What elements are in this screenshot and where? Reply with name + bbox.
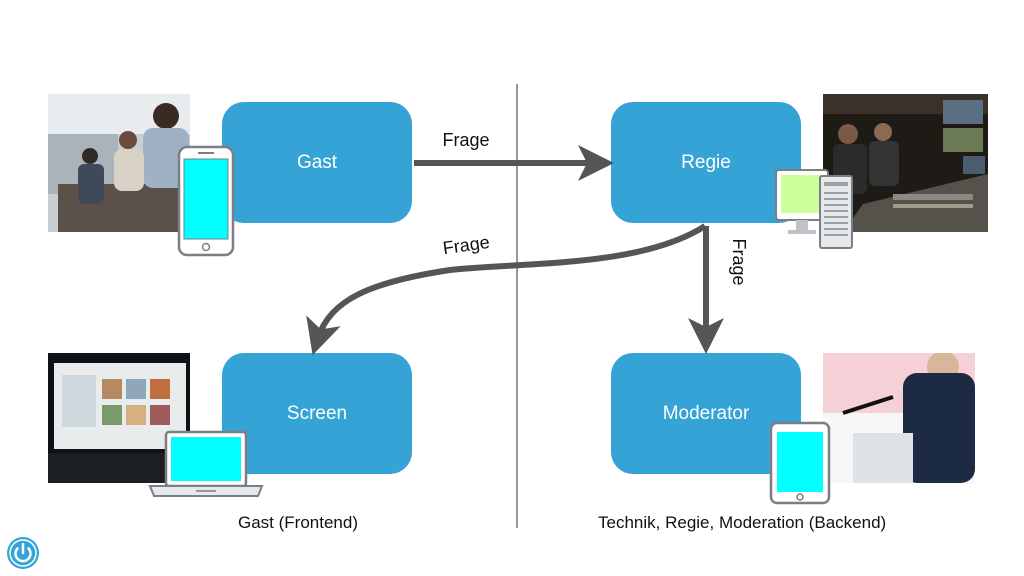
node-screen: Screen [222, 353, 412, 474]
caption-frontend: Gast (Frontend) [238, 513, 358, 532]
desktop-computer-icon [775, 169, 853, 249]
power-icon [7, 537, 39, 569]
node-gast: Gast [222, 102, 412, 223]
audience-photo [48, 94, 190, 232]
smartphone-icon [177, 145, 235, 257]
speaker-photo [823, 353, 975, 483]
node-regie: Regie [611, 102, 801, 223]
edge-label-regie-screen: Frage [441, 232, 490, 258]
edge-label-gast-regie: Frage [442, 130, 489, 150]
laptop-icon [148, 430, 264, 497]
caption-backend: Technik, Regie, Moderation (Backend) [598, 513, 887, 532]
arrow-regie-to-screen [306, 223, 707, 356]
edge-label-regie-moderator: Frage [729, 238, 749, 285]
node-moderator: Moderator [611, 353, 801, 474]
tablet-icon [769, 421, 831, 505]
